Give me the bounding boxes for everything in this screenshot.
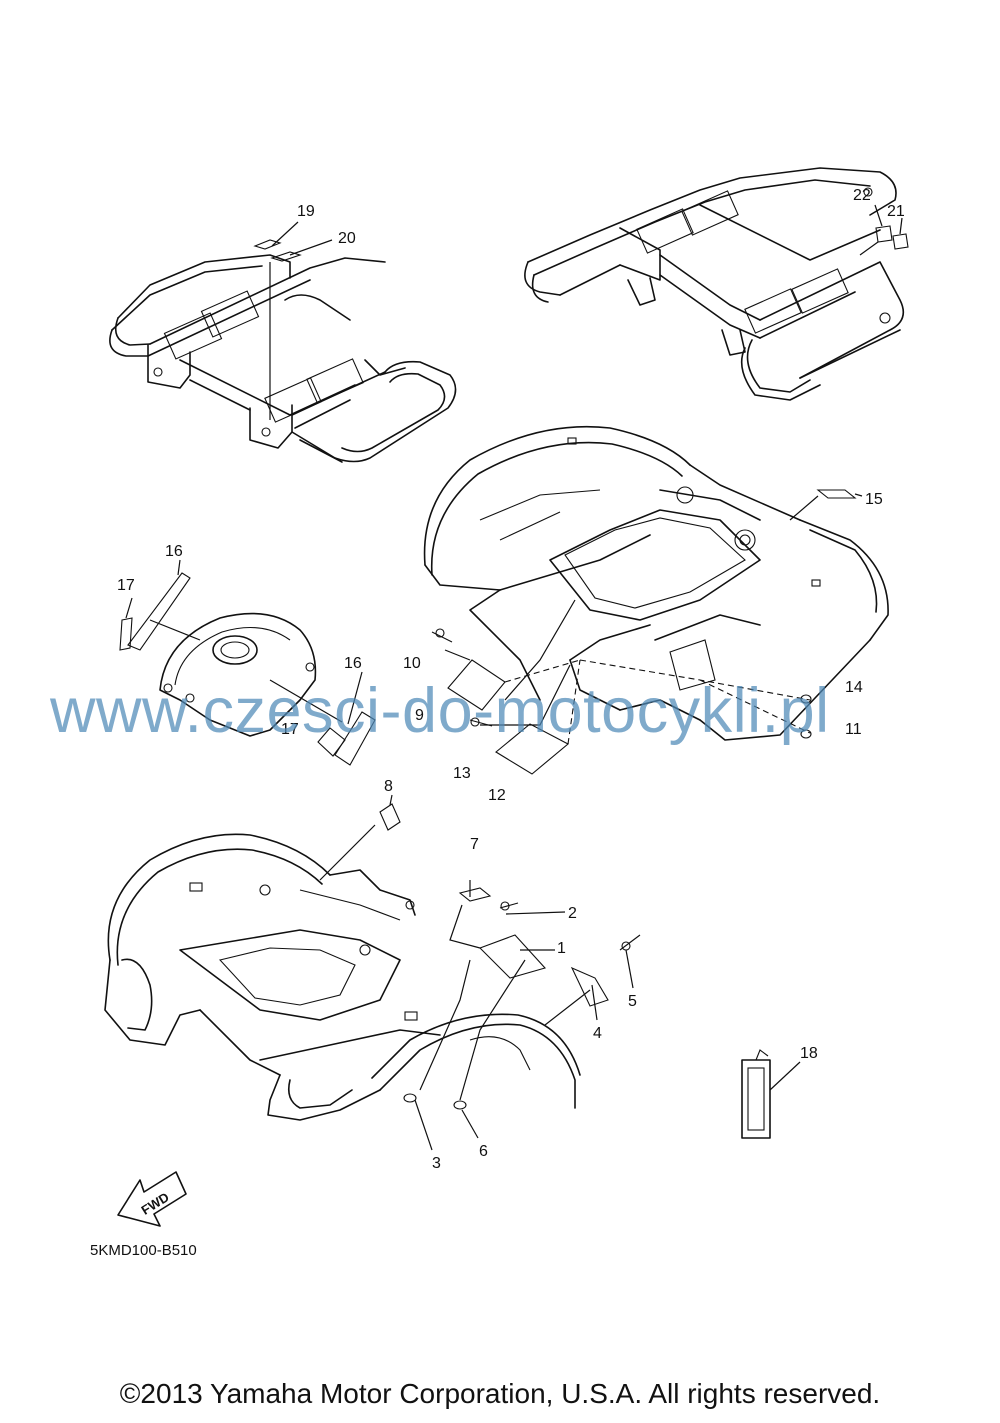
callout-16a: 16 [165,543,183,560]
front-fender [104,833,581,1121]
callout-14: 14 [845,679,863,696]
callout-11: 11 [845,721,862,738]
callout-21: 21 [887,203,905,220]
callout-17a: 17 [117,577,135,594]
callout-5: 5 [628,993,637,1010]
decals-16-17 [119,559,376,766]
callout-18: 18 [800,1045,818,1062]
callout-15: 15 [865,491,883,508]
rear-fender [423,425,889,741]
label-decal-15 [789,489,863,521]
callout-numbers: 1 2 3 4 5 6 7 8 9 10 11 12 13 14 15 16 1… [117,187,905,1172]
label-decals-21-22 [859,204,909,256]
fwd-arrow-icon: FWD [117,1171,187,1227]
callout-20: 20 [338,230,356,247]
front-flap-parts [403,880,641,1151]
callout-22: 22 [853,187,871,204]
callout-1: 1 [557,940,566,957]
diagram-code: 5KMD100-B510 [90,1242,197,1259]
callout-9: 9 [415,707,424,724]
callout-6: 6 [479,1143,488,1160]
label-decal-8 [319,794,401,881]
front-carrier-rack [109,254,457,463]
callout-7: 7 [470,836,479,853]
callout-17b: 17 [281,721,299,738]
callout-3: 3 [432,1155,441,1172]
callout-16b: 16 [344,655,362,672]
callout-8: 8 [384,778,393,795]
callout-13: 13 [453,765,471,782]
copyright-notice: ©2013 Yamaha Motor Corporation, U.S.A. A… [119,1378,881,1409]
mud-flap-plates [431,599,812,775]
callout-12: 12 [488,787,506,804]
watermark: www.czesci-do-motocykli.pl [49,676,830,746]
callout-19: 19 [297,203,315,220]
warning-label-18 [741,1049,801,1139]
label-decals-19-20 [253,221,333,420]
callout-2: 2 [568,905,577,922]
callout-10: 10 [403,655,421,672]
rear-carrier-rack [524,167,905,401]
callout-4: 4 [593,1025,602,1042]
